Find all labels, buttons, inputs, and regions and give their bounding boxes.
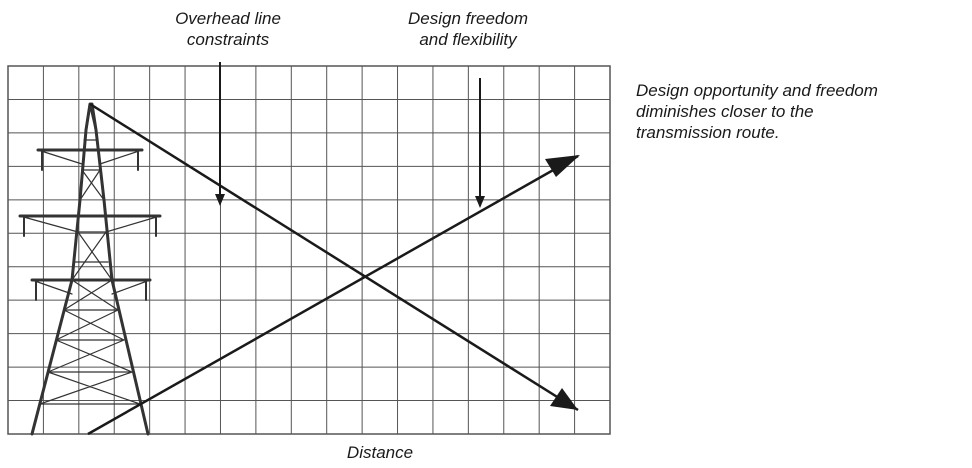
design-freedom-label: Design freedom and flexibility	[368, 8, 568, 50]
arrows	[87, 62, 580, 436]
pylon-insulators	[23, 149, 157, 301]
declining-line-arrowhead	[550, 388, 578, 410]
distance-axis-label: Distance	[346, 443, 414, 462]
pylon-arm-bracing	[19, 149, 161, 295]
declining-constraint-line	[89, 102, 579, 412]
freedom-label-line-1: Design freedom	[407, 9, 528, 28]
pylon-leg-left	[30, 102, 92, 436]
grid-frame	[7, 65, 611, 435]
transmission-pylon-icon	[18, 102, 162, 436]
pylon-peak	[84, 102, 98, 132]
grid	[7, 65, 611, 435]
overhead-label-line-2: constraints	[186, 30, 270, 49]
overhead-label-line-1: Overhead line	[175, 9, 281, 28]
pylon-leg-right	[90, 102, 150, 436]
design-note: Design opportunity and freedom diminishe…	[636, 80, 966, 143]
note-line-2: diminishes closer to the	[636, 102, 814, 121]
rising-freedom-line	[87, 154, 579, 436]
overhead-line-constraints-label: Overhead line constraints	[128, 8, 328, 50]
pylon-lattice	[39, 139, 141, 405]
note-line-3: transmission route.	[636, 123, 780, 142]
rising-line-arrowhead	[545, 155, 580, 177]
freedom-label-line-2: and flexibility	[419, 30, 517, 49]
note-line-1: Design opportunity and freedom	[636, 81, 878, 100]
